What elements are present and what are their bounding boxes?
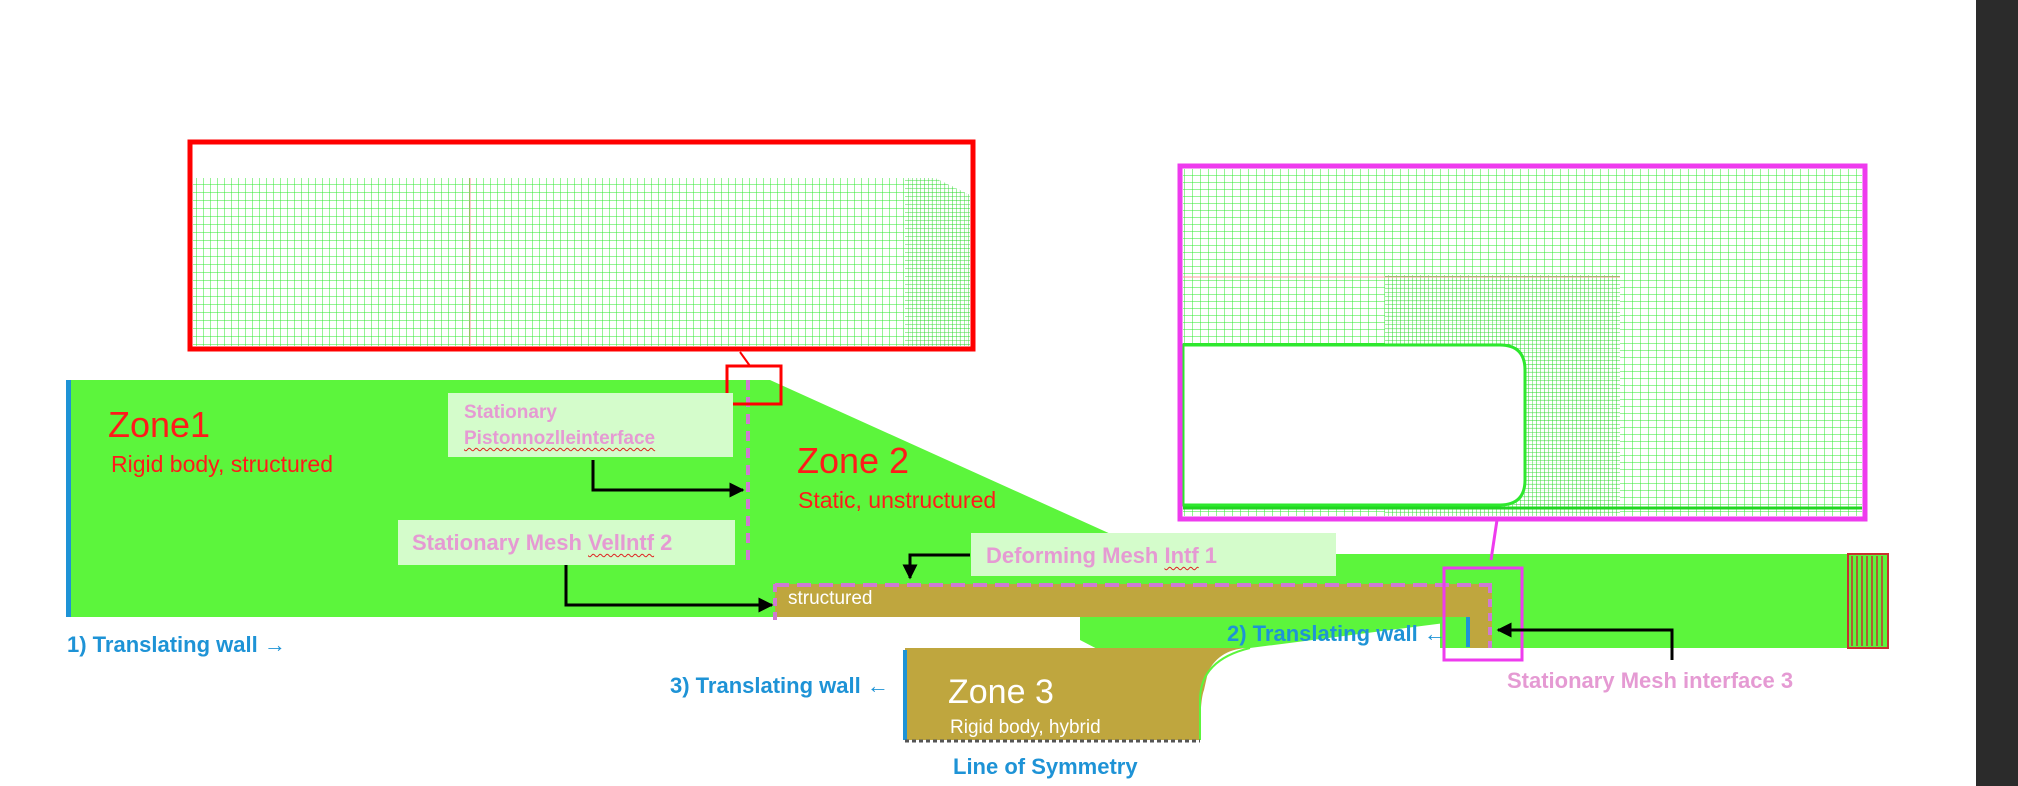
arrow-interface3	[1496, 622, 1674, 660]
zone2-subtitle: Static, unstructured	[798, 487, 997, 513]
arrow-piston-nozzle	[591, 460, 745, 498]
translating-wall-1	[66, 380, 71, 617]
zone3-title: Zone 3	[948, 673, 1054, 711]
vel-intf2-word: VelIntf	[588, 530, 655, 555]
interface3-label: Stationary Mesh interface 3	[1507, 668, 1794, 693]
deforming-suffix: 1	[1198, 543, 1218, 568]
vel-intf2-prefix: Stationary Mesh	[412, 530, 589, 555]
fluid-right-channel	[1440, 554, 1888, 648]
magenta-panel-solid-cutout	[1181, 343, 1527, 507]
zone1-title: Zone1	[108, 404, 211, 445]
outlet-boundary	[1847, 553, 1889, 649]
vel-intf2-label: Stationary Mesh VelIntf 2	[412, 530, 672, 556]
arrow-deforming-intf	[902, 553, 970, 580]
zoom-region-magenta-marker	[1442, 566, 1524, 662]
deforming-prefix: Deforming Mesh	[986, 543, 1165, 568]
piston-nozzle-label-box	[448, 393, 733, 457]
zoom-panel-red	[187, 139, 976, 352]
zone3-body	[905, 648, 1250, 740]
zoom-panel-magenta	[1177, 163, 1868, 522]
arrow-vel-intf2	[564, 565, 774, 613]
translating-wall-2	[1466, 617, 1470, 647]
wall2-label: 2) Translating wall ←	[1227, 621, 1446, 646]
deforming-intf-label: Deforming Mesh Intf 1	[986, 543, 1217, 569]
symmetry-label: Line of Symmetry	[953, 754, 1138, 779]
piston-nozzle-label-line1: Stationary	[464, 402, 557, 423]
structured-label: structured	[788, 588, 873, 609]
vel-intf2-suffix: 2	[654, 530, 673, 555]
zoom-connector-magenta	[1489, 519, 1499, 561]
zone3-subtitle: Rigid body, hybrid	[950, 717, 1101, 738]
piston-tip	[1470, 584, 1492, 648]
piston-nozzle-label-line2: Pistonnozlleinterface	[464, 428, 656, 449]
vel-intf2-label-box	[398, 520, 735, 565]
zone2-title: Zone 2	[797, 440, 910, 481]
deforming-word: Intf	[1164, 543, 1199, 568]
piston-structured-body	[775, 584, 1490, 617]
zoom-connector-red	[739, 351, 751, 367]
wall3-label: 3) Translating wall ←	[670, 673, 889, 698]
zone1-subtitle: Rigid body, structured	[111, 451, 334, 477]
zoom-region-red-marker	[725, 364, 783, 406]
outlet-hatch	[1851, 556, 1883, 646]
zone3-fillet-mesh	[1199, 647, 1251, 740]
deforming-intf-label-box	[971, 533, 1336, 576]
scrollbar[interactable]	[1976, 0, 2018, 786]
wall1-label: 1) Translating wall →	[67, 632, 286, 657]
translating-wall-3	[903, 650, 907, 740]
